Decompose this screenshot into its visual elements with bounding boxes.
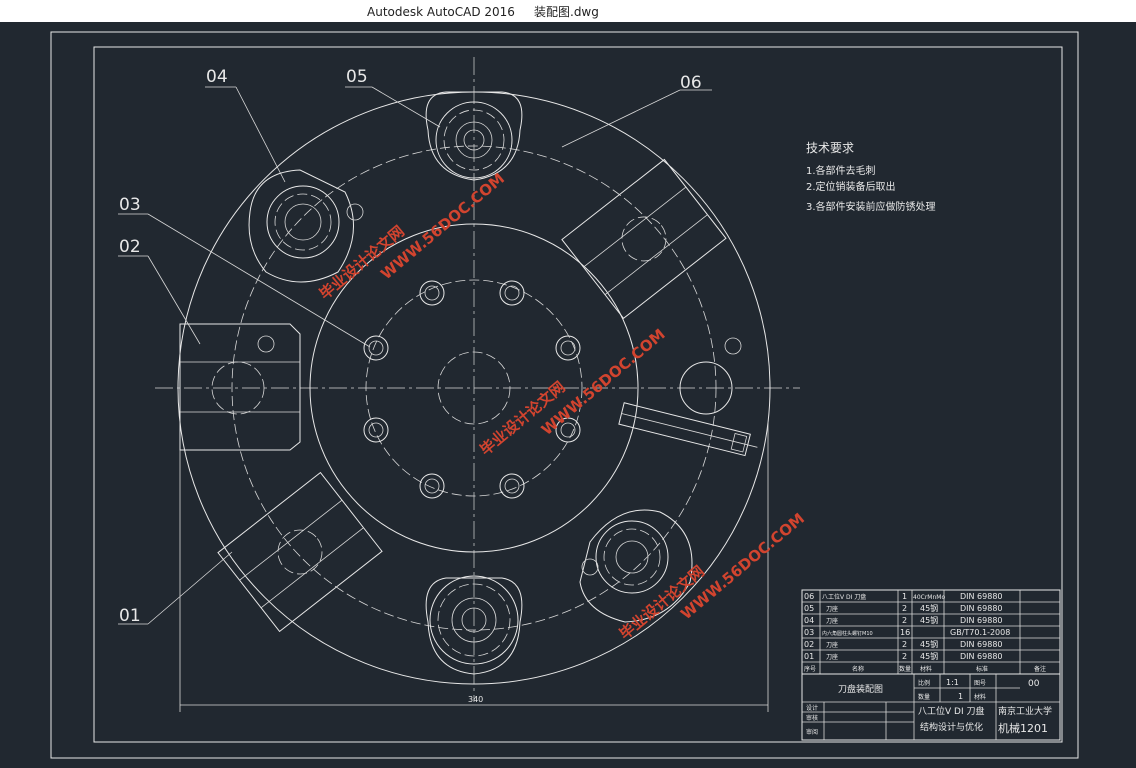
- inner-frame: [93, 46, 1063, 743]
- bom-no: 01: [804, 652, 814, 661]
- bolt-holes: [363, 280, 581, 499]
- bom-header-no: 序号: [804, 665, 816, 673]
- bom-qty: 2: [902, 640, 907, 649]
- part-label-03: 03: [119, 195, 141, 215]
- class-name: 机械1201: [998, 721, 1048, 735]
- check-label: 审核: [806, 714, 818, 722]
- locking-pin: [618, 402, 758, 457]
- cad-drawing: 340 04 05 06 03 02 01 技术要求 1.各部件去毛刺 2.定位…: [50, 31, 1079, 759]
- title-line-1: 八工位V DI 刀盘: [918, 705, 984, 717]
- title-line-2: 结构设计与优化: [920, 721, 983, 733]
- title-bar: Autodesk AutoCAD 2016 装配图.dwg: [0, 0, 1136, 22]
- tool-holder-lower-right: [579, 509, 693, 623]
- bom-header-qty: 数量: [899, 665, 911, 673]
- tool-holder-bottom: [425, 575, 523, 675]
- sheet-label: 图号: [974, 680, 986, 687]
- design-label: 设计: [806, 704, 818, 712]
- bom-name: 刀座: [826, 653, 838, 661]
- part-label-04: 04: [206, 67, 228, 87]
- bom-header-name: 名称: [852, 665, 864, 673]
- watermark-2: 毕业设计论文网 WWW.56DOC.COM: [477, 325, 669, 459]
- bom-no: 03: [804, 628, 814, 637]
- bom-header-note: 备注: [1034, 665, 1046, 673]
- bom-no: 06: [804, 592, 814, 601]
- bom-qty: 1: [902, 592, 907, 601]
- bom-std: DIN 69880: [960, 592, 1003, 601]
- scale-value: 1:1: [946, 678, 959, 687]
- hub-circle: [309, 223, 639, 553]
- bom-no: 02: [804, 640, 814, 649]
- tool-holder-01: [217, 471, 383, 633]
- bom-name: 刀座: [826, 605, 838, 613]
- qty-value: 1: [958, 692, 963, 701]
- bom-name: 刀座: [826, 641, 838, 649]
- part-label-06: 06: [680, 73, 702, 93]
- bom-qty: 16: [900, 628, 910, 637]
- bom-qty: 2: [902, 616, 907, 625]
- part-label-05: 05: [346, 67, 368, 87]
- bom-name: 内六角圆柱头螺钉M10: [822, 630, 873, 637]
- watermark-3: 毕业设计论文网 WWW.56DOC.COM: [616, 509, 808, 643]
- tool-holder-upper-right: [561, 158, 727, 320]
- bom-std: DIN 69880: [960, 604, 1003, 613]
- part-label-02: 02: [119, 237, 141, 257]
- tech-req-item-1: 1.各部件去毛刺: [806, 164, 876, 177]
- outer-frame: [50, 31, 1079, 759]
- bolt-pitch-circle: [365, 279, 583, 497]
- bom-no: 05: [804, 604, 814, 613]
- bom-material: 45钢: [920, 615, 938, 625]
- bom-qty: 2: [902, 604, 907, 613]
- school-name: 南京工业大学: [998, 705, 1052, 717]
- center-bore: [437, 351, 511, 425]
- bom-header-material: 材料: [920, 665, 932, 673]
- drawing-canvas[interactable]: 340 04 05 06 03 02 01 技术要求 1.各部件去毛刺 2.定位…: [0, 22, 1136, 768]
- tech-req-item-2: 2.定位销装备后取出: [806, 180, 896, 193]
- scale-label: 比例: [918, 679, 930, 687]
- tech-req-item-3: 3.各部件安装前应做防锈处理: [806, 200, 936, 213]
- right-pin-hole: [724, 337, 742, 355]
- approve-label: 审阅: [806, 728, 818, 736]
- bom-material: 45钢: [920, 603, 938, 613]
- bom-no: 04: [804, 616, 814, 625]
- bom-std: DIN 69880: [960, 616, 1003, 625]
- bom-material: 45钢: [920, 651, 938, 661]
- right-locating-hole: [679, 361, 733, 415]
- tool-holder-04: [248, 169, 364, 283]
- qty-label: 数量: [918, 693, 930, 701]
- bom-material: 45钢: [920, 639, 938, 649]
- sheet-value: 00: [1028, 679, 1040, 689]
- window-title: Autodesk AutoCAD 2016 装配图.dwg: [367, 5, 599, 19]
- bom-material: 40CrMnMo: [913, 594, 945, 601]
- bom-name: 刀座: [826, 617, 838, 625]
- drawing-name: 刀盘装配图: [838, 683, 883, 695]
- dimension-value: 340: [468, 695, 483, 704]
- bom-header-std: 标准: [976, 665, 988, 673]
- weight-label: 材料: [974, 693, 986, 701]
- part-label-01: 01: [119, 606, 141, 626]
- bom-std: DIN 69880: [960, 652, 1003, 661]
- bom-std: DIN 69880: [960, 640, 1003, 649]
- bom-name: 八工位V DI 刀盘: [822, 593, 866, 601]
- tool-pitch-circle: [231, 145, 717, 631]
- bom-std: GB/T70.1-2008: [950, 628, 1010, 637]
- tool-holder-02: [179, 323, 301, 451]
- bom-qty: 2: [902, 652, 907, 661]
- leader-lines: [118, 86, 712, 625]
- tool-holder-top: [425, 91, 523, 181]
- bom-table: [801, 589, 1061, 675]
- title-block: [801, 673, 1061, 741]
- tech-req-title: 技术要求: [806, 141, 854, 155]
